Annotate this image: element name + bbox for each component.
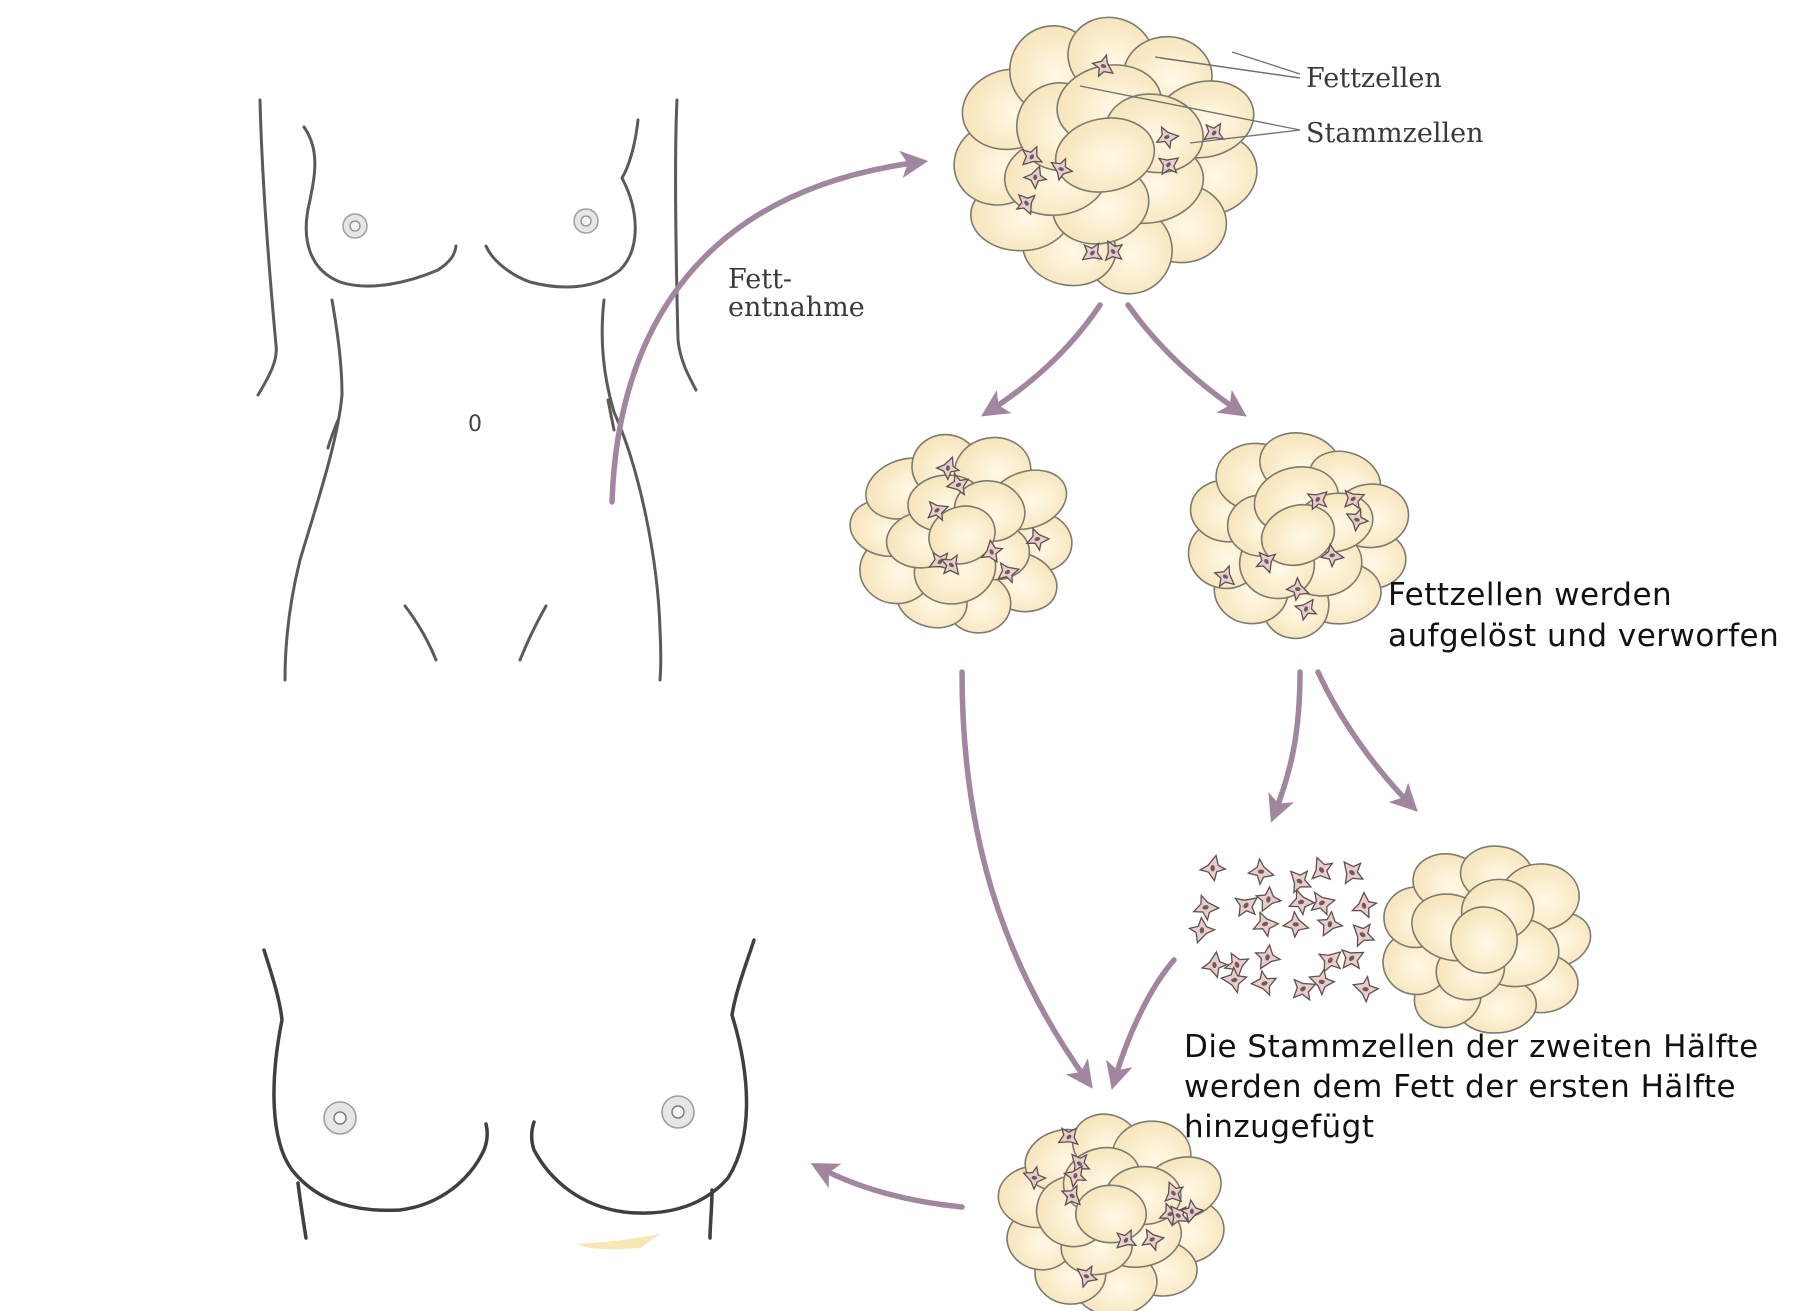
stem-cell xyxy=(1351,974,1380,1004)
stem-cell xyxy=(1316,910,1345,937)
stem-cell xyxy=(1289,869,1313,895)
navel-mark: 0 xyxy=(468,412,482,437)
combine-label-line2: werden dem Fett der ersten Hälfte xyxy=(1184,1069,1736,1105)
stem-cell xyxy=(1252,910,1280,939)
fat-cells-label: Fettzellen xyxy=(1306,63,1442,94)
stem-cell xyxy=(1287,888,1316,917)
split-left-arrow xyxy=(981,302,1103,417)
stem-cell xyxy=(1071,1153,1091,1175)
stem-cell xyxy=(1308,967,1336,997)
stem-cell xyxy=(1254,885,1283,913)
stem-cells-label: Stammzellen xyxy=(1306,118,1484,149)
fat-cell xyxy=(1450,906,1518,974)
stem-cell xyxy=(1317,950,1342,973)
stem-cell xyxy=(1021,145,1044,166)
stem-cell xyxy=(1213,564,1236,588)
stem-cell xyxy=(1015,193,1037,216)
stem-cell xyxy=(1223,952,1250,980)
split-right-arrow xyxy=(1125,302,1247,417)
stem-cell xyxy=(1293,598,1318,622)
flow-arrows xyxy=(609,150,1418,1210)
stem-cell xyxy=(1025,527,1051,552)
stem-cell xyxy=(1062,1164,1088,1189)
torso-after xyxy=(262,938,756,1250)
stemcells-to-final-arrow xyxy=(1106,957,1177,1090)
stem-cell xyxy=(1115,1228,1138,1249)
combine-label-line3: hinzugefügt xyxy=(1184,1109,1374,1145)
torso-before: 0 xyxy=(256,98,698,682)
stem-cell xyxy=(1343,860,1365,885)
stem-cell xyxy=(1187,916,1217,945)
fat-cluster-harvested xyxy=(953,16,1258,295)
stem-cell xyxy=(1164,1180,1185,1203)
stem-cell xyxy=(1319,542,1346,569)
stem-cell xyxy=(1200,950,1229,979)
fat-cluster-enriched xyxy=(997,1113,1225,1311)
stem-cell xyxy=(1050,157,1074,182)
stem-cell xyxy=(1057,1126,1080,1146)
stem-cell xyxy=(940,553,960,576)
stem-cell xyxy=(997,561,1021,584)
discard-label-line1: Fettzellen werden xyxy=(1388,577,1672,613)
stem-cell xyxy=(934,455,961,481)
stem-cell xyxy=(1157,157,1180,176)
stem-cell xyxy=(1091,53,1115,78)
stem-cell xyxy=(1284,576,1311,602)
half-to-final-arrow xyxy=(959,669,1093,1089)
to-stemcells-arrow xyxy=(1268,669,1303,823)
stem-cell xyxy=(1155,125,1180,150)
stem-cell xyxy=(1081,242,1104,261)
stem-cell xyxy=(1310,856,1334,881)
stem-cell xyxy=(1219,965,1249,995)
stem-cell xyxy=(1140,1228,1166,1252)
stem-cell xyxy=(1352,923,1376,948)
to-discard-arrow xyxy=(1315,669,1418,812)
discard-label-line2: aufgelöst und verworfen xyxy=(1388,618,1779,654)
fat-cell xyxy=(928,505,996,565)
transfer-back-arrow xyxy=(810,1163,965,1210)
stem-cell xyxy=(1060,1184,1082,1207)
stem-cell xyxy=(1022,1165,1048,1191)
stem-cell xyxy=(1292,978,1317,1002)
stem-cell xyxy=(1281,910,1310,939)
stem-cell xyxy=(927,500,950,522)
fat-cluster-half-right xyxy=(1187,432,1410,640)
stem-cell xyxy=(1246,857,1276,886)
label-leaders xyxy=(1079,51,1301,144)
fat-harvest-label-line1: Fett- xyxy=(728,264,792,295)
combine-label-line1: Die Stammzellen der zweiten Hälfte xyxy=(1184,1029,1759,1065)
fat-harvest-label-line2: entnahme xyxy=(728,292,865,323)
stem-cell xyxy=(1340,948,1365,970)
stem-cell xyxy=(1104,239,1124,262)
fat-cell xyxy=(1260,503,1336,567)
stem-cell xyxy=(1306,491,1328,511)
stem-cell xyxy=(1178,1198,1205,1225)
fat-cluster-discarded xyxy=(1382,845,1592,1034)
stem-cell xyxy=(1343,489,1366,510)
stem-cell xyxy=(1022,165,1048,191)
fat-cell xyxy=(1075,1184,1147,1244)
labels: Fett- entnahme Fettzellen Stammzellen Fe… xyxy=(728,63,1779,1145)
stem-cell xyxy=(1192,893,1221,922)
stem-cell xyxy=(1345,507,1370,533)
stem-cell xyxy=(1254,943,1282,970)
stem-cell xyxy=(1350,891,1379,919)
fat-cluster-half-left xyxy=(849,433,1073,634)
stem-cell xyxy=(928,551,950,571)
harvest-arrow xyxy=(609,150,929,505)
stem-cell xyxy=(1198,854,1228,883)
stem-cell xyxy=(1234,897,1259,918)
stem-cell xyxy=(1203,122,1225,141)
stem-cell-scatter xyxy=(1187,854,1380,1004)
stem-cell xyxy=(1254,551,1277,575)
stem-cell xyxy=(1310,891,1337,917)
stem-cell xyxy=(1249,969,1278,997)
stem-cell xyxy=(1076,1264,1099,1289)
stem-cell xyxy=(945,472,970,497)
stem-cell xyxy=(980,538,1004,564)
